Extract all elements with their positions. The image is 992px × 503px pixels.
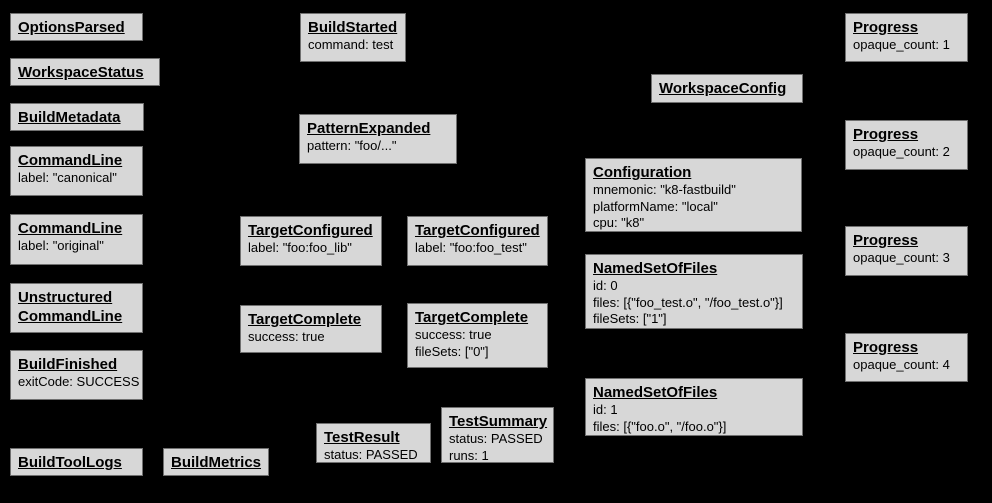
node-title: TargetComplete — [248, 311, 362, 328]
node-workspace-config: WorkspaceConfig — [651, 74, 803, 103]
node-field: fileSets: ["1"] — [593, 311, 667, 326]
node-field: label: "canonical" — [18, 170, 117, 185]
node-field: label: "foo:foo_lib" — [248, 240, 352, 255]
node-field: status: PASSED — [324, 447, 418, 462]
node-progress-3: Progress opaque_count: 3 — [845, 226, 968, 276]
node-field: status: PASSED — [449, 431, 543, 446]
node-configuration: Configuration mnemonic: "k8-fastbuild" p… — [585, 158, 802, 232]
node-command-line-canonical: CommandLine label: "canonical" — [10, 146, 143, 196]
node-field: files: [{"foo_test.o", "/foo_test.o"}] — [593, 294, 783, 310]
node-field: opaque_count: 1 — [853, 37, 950, 52]
node-progress-4: Progress opaque_count: 4 — [845, 333, 968, 382]
node-field: opaque_count: 4 — [853, 357, 950, 372]
node-field: cpu: "k8" — [593, 215, 645, 230]
node-title: TargetConfigured — [248, 222, 373, 239]
node-title: BuildToolLogs — [18, 454, 122, 471]
node-field: label: "original" — [18, 238, 104, 253]
node-field: label: "foo:foo_test" — [415, 240, 527, 255]
node-progress-1: Progress opaque_count: 1 — [845, 13, 968, 62]
node-build-metrics: BuildMetrics — [163, 448, 269, 476]
node-title: TargetComplete — [415, 309, 529, 326]
node-target-configured-foo-test: TargetConfigured label: "foo:foo_test" — [407, 216, 548, 266]
node-named-set-of-files-1: NamedSetOfFiles id: 1 files: [{"foo.o", … — [585, 378, 803, 436]
node-title: TestSummary — [449, 413, 548, 430]
node-title: Progress — [853, 126, 919, 143]
node-field: fileSets: ["0"] — [415, 343, 489, 359]
node-title: Configuration — [593, 164, 692, 181]
node-workspace-status: WorkspaceStatus — [10, 58, 160, 86]
node-target-complete-foo-test: TargetComplete success: true fileSets: [… — [407, 303, 548, 368]
node-field: success: true — [415, 327, 492, 342]
node-field: success: true — [248, 329, 325, 344]
node-title: WorkspaceStatus — [18, 64, 144, 81]
node-progress-2: Progress opaque_count: 2 — [845, 120, 968, 170]
node-title: CommandLine — [18, 220, 123, 237]
node-pattern-expanded: PatternExpanded pattern: "foo/..." — [299, 114, 457, 164]
node-field: opaque_count: 3 — [853, 250, 950, 265]
node-title: BuildMetadata — [18, 109, 121, 126]
node-title: Unstructured CommandLine — [18, 289, 123, 325]
node-build-started: BuildStarted command: test — [300, 13, 406, 62]
node-test-summary: TestSummary status: PASSED runs: 1 — [441, 407, 554, 463]
node-title: NamedSetOfFiles — [593, 384, 718, 401]
node-title: BuildMetrics — [171, 454, 262, 471]
node-title: BuildFinished — [18, 356, 118, 373]
node-title: OptionsParsed — [18, 19, 125, 36]
node-field: exitCode: SUCCESS — [18, 374, 140, 389]
node-target-complete-foo-lib: TargetComplete success: true — [240, 305, 382, 353]
node-unstructured-command-line: Unstructured CommandLine — [10, 283, 143, 333]
node-field: command: test — [308, 37, 394, 52]
node-build-finished: BuildFinished exitCode: SUCCESS — [10, 350, 143, 400]
node-field: mnemonic: "k8-fastbuild" — [593, 182, 736, 197]
node-named-set-of-files-0: NamedSetOfFiles id: 0 files: [{"foo_test… — [585, 254, 803, 329]
node-title: NamedSetOfFiles — [593, 260, 718, 277]
node-test-result: TestResult status: PASSED — [316, 423, 431, 463]
node-field: id: 0 — [593, 278, 618, 293]
node-field: pattern: "foo/..." — [307, 138, 397, 153]
node-title: Progress — [853, 232, 919, 249]
node-field: runs: 1 — [449, 447, 489, 463]
node-title: WorkspaceConfig — [659, 80, 787, 97]
node-build-tool-logs: BuildToolLogs — [10, 448, 143, 476]
node-build-metadata: BuildMetadata — [10, 103, 144, 131]
node-title: CommandLine — [18, 152, 123, 169]
node-field: id: 1 — [593, 402, 618, 417]
node-field: platformName: "local" — [593, 198, 718, 214]
node-title: TargetConfigured — [415, 222, 540, 239]
node-target-configured-foo-lib: TargetConfigured label: "foo:foo_lib" — [240, 216, 382, 266]
node-title: BuildStarted — [308, 19, 398, 36]
node-options-parsed: OptionsParsed — [10, 13, 143, 41]
node-title: TestResult — [324, 429, 400, 446]
node-field: files: [{"foo.o", "/foo.o"}] — [593, 418, 727, 434]
node-title: Progress — [853, 339, 919, 356]
node-field: opaque_count: 2 — [853, 144, 950, 159]
node-title: Progress — [853, 19, 919, 36]
node-title: PatternExpanded — [307, 120, 431, 137]
node-command-line-original: CommandLine label: "original" — [10, 214, 143, 265]
